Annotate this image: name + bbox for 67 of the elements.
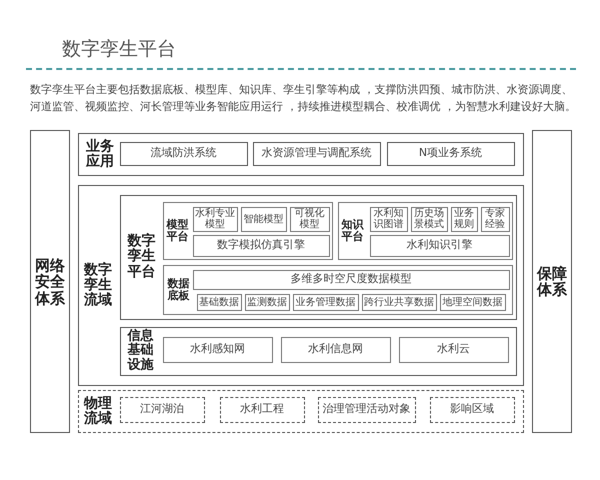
- module-box: [290, 206, 330, 232]
- module-label: 流域防洪系统: [150, 147, 216, 160]
- module-label: 可视化模型: [294, 208, 326, 230]
- module-box: [370, 234, 510, 256]
- module-box: [386, 142, 514, 166]
- module-label: 跨行业共享数据: [364, 296, 434, 308]
- module-box: [244, 294, 290, 310]
- module-box: [252, 142, 380, 166]
- module-box: [162, 336, 272, 362]
- module-box: [192, 270, 510, 290]
- layer-panel: [162, 264, 512, 314]
- panel-heading: 信息基础设施: [128, 330, 154, 372]
- module-label: 水利工程: [240, 403, 284, 416]
- layer-panel: [162, 202, 332, 260]
- module-label: 水资源管理与调配系统: [262, 147, 372, 160]
- module-label: 监测数据: [247, 296, 287, 308]
- module-box: [362, 294, 436, 310]
- module-box: [280, 336, 390, 362]
- module-box: [318, 396, 416, 422]
- layer-panel: [120, 194, 516, 320]
- module-box: [220, 396, 304, 422]
- module-label: 水利云: [437, 343, 470, 356]
- panel-heading: 业务应用: [86, 139, 114, 170]
- layer-panel: [30, 130, 70, 433]
- module-box: [196, 294, 242, 310]
- module-label: N项业务系统: [418, 147, 482, 160]
- module-label: 水利感知网: [190, 343, 245, 356]
- module-box: [192, 234, 330, 256]
- module-label: 业务规则: [453, 208, 475, 230]
- layer-panel: [78, 390, 524, 433]
- panel-heading: 数据底板: [168, 277, 190, 302]
- layer-panel: [338, 202, 512, 260]
- panel-heading: 数字孪生流域: [84, 262, 112, 309]
- page-title: 数字孪生平台: [62, 37, 176, 62]
- module-box: [120, 142, 248, 166]
- module-label: 多维多时空尺度数据模型: [290, 273, 412, 286]
- panel-heading: 物理流域: [84, 396, 112, 427]
- module-box: [440, 294, 506, 310]
- module-box: [240, 206, 286, 232]
- module-box: [292, 294, 358, 310]
- module-label: 专家经验: [484, 208, 506, 230]
- module-label: 智能模型: [244, 214, 284, 224]
- panel-heading: 网络安全体系: [35, 256, 65, 306]
- module-label: 基础数据: [199, 296, 239, 308]
- panel-heading: 知识平台: [342, 218, 364, 243]
- module-label: 历史场景模式: [413, 208, 445, 230]
- layer-panel: [120, 326, 516, 376]
- module-label: 数字模拟仿真引擎: [217, 239, 305, 252]
- panel-heading: 数字孪生平台: [128, 234, 156, 280]
- module-label: 影响区域: [450, 403, 494, 416]
- layer-panel: [78, 185, 524, 386]
- module-label: 水利信息网: [308, 343, 363, 356]
- description-paragraph: 数字孪生平台主要包括数据底板、模型库、知识库、孪生引擎等构成 ，支撑防洪四预、城市防洪、水资源调度、河道监管、视频监控、河长管理等业务智能应用运行 ，持续推进模型耦合、校准调优 ，为智慧水利建设好大脑。: [30, 82, 577, 114]
- module-label: 地理空间数据: [442, 296, 502, 308]
- module-box: [430, 396, 514, 422]
- module-label: 水利知识引擎: [406, 239, 472, 252]
- module-label: 业务管理数据: [296, 296, 356, 308]
- layer-panel: [532, 130, 572, 433]
- module-label: 水利专业模型: [194, 208, 236, 230]
- panel-heading: 模型平台: [166, 218, 188, 243]
- module-label: 水利知识图谱: [372, 208, 404, 230]
- module-box: [398, 336, 508, 362]
- panel-heading: 保障体系: [537, 265, 567, 298]
- module-box: [120, 396, 204, 422]
- module-label: 治理管理活动对象: [322, 403, 410, 416]
- module-label: 江河湖泊: [140, 403, 184, 416]
- layer-panel: [78, 133, 524, 176]
